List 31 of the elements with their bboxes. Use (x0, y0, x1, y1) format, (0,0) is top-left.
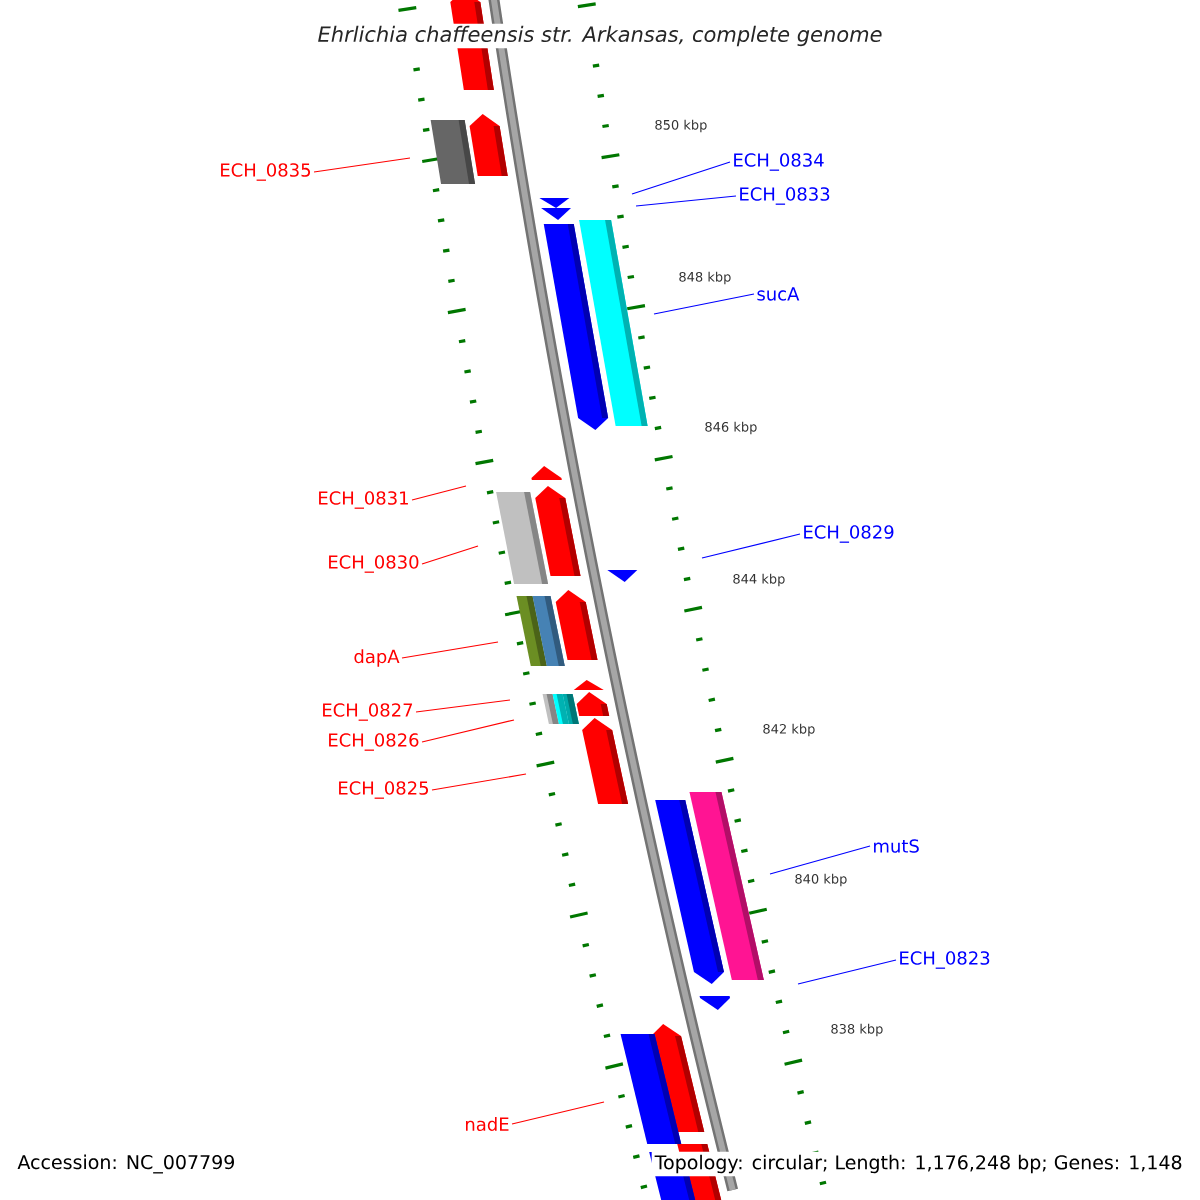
gene-label: ECH_0826 (329, 733, 419, 751)
gene-label: sucA (757, 287, 800, 301)
gene-label: ECH_0825 (339, 781, 428, 799)
leader-line (769, 845, 871, 875)
gene-label: ECH_0823 (900, 951, 990, 969)
gene-label: ECH_0827 (323, 703, 413, 721)
genome-summary: Topology: circular; Length: 1,176,248 bp; Genes: 1,148 (651, 1151, 1186, 1177)
gene-label: ECH_0830 (329, 555, 419, 573)
leader-line (511, 1101, 605, 1125)
leader-line (411, 485, 467, 501)
gene-label: ECH_0834 (734, 153, 824, 171)
leader-line (313, 157, 411, 173)
leader-line (653, 293, 755, 315)
leader-line (701, 533, 801, 559)
accession-note: Accession: NC_007799 (14, 1151, 239, 1177)
gene-label: dapA (354, 649, 400, 667)
leader-line (631, 161, 731, 195)
title: Ehrlichia chaffeensis str. Arkansas, complete genome (315, 23, 885, 49)
leader-line (421, 719, 515, 743)
gene-label: ECH_0829 (804, 525, 894, 543)
leader-line (431, 773, 527, 791)
leader-line (421, 545, 479, 565)
gene-label: mutS (874, 839, 919, 853)
gene-label: ECH_0835 (221, 163, 310, 181)
gene-label: ECH_0833 (740, 187, 830, 205)
gene-label: ECH_0831 (319, 491, 408, 509)
gene-label: nadE (466, 1117, 509, 1131)
leader-line (415, 699, 511, 713)
leader-line (797, 959, 897, 985)
leader-line (401, 641, 499, 659)
leader-line (635, 195, 737, 207)
